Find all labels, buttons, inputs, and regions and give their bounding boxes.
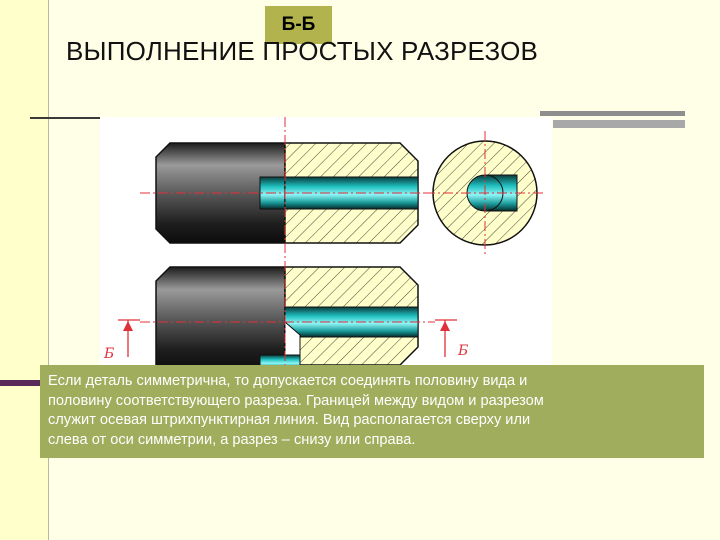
section-label-left: Б [103, 346, 114, 362]
section-drawing: Б Б [100, 117, 552, 370]
section-label-right: Б [457, 343, 468, 359]
explanation-line: половину соответствующего разреза. Грани… [48, 392, 544, 409]
title-underline-right-dark [553, 120, 685, 128]
section-badge: Б-Б [265, 6, 332, 44]
slide-title: ВЫПОЛНЕНИЕ ПРОСТЫХ РАЗРЕЗОВ [66, 36, 539, 66]
left-margin-rule [48, 0, 49, 540]
title-underline-right-light [540, 111, 685, 116]
bottom-part-view [155, 266, 286, 370]
explanation-line: слева от оси симметрии, а разрез – снизу… [48, 431, 416, 448]
axis-lines [140, 117, 545, 370]
explanation-line: служит осевая штрихпунктирная линия. Вид… [48, 412, 531, 428]
section-arrows [118, 319, 457, 357]
title-underline-left [30, 117, 100, 119]
half-view-half-section-diagram: Б Б [103, 117, 545, 370]
left-accent-bar [0, 380, 44, 386]
explanation-box: Если деталь симметрична, то допускается … [40, 365, 704, 458]
explanation-line: Если деталь симметрична, то допускается … [48, 373, 528, 389]
left-margin-band [0, 0, 48, 540]
